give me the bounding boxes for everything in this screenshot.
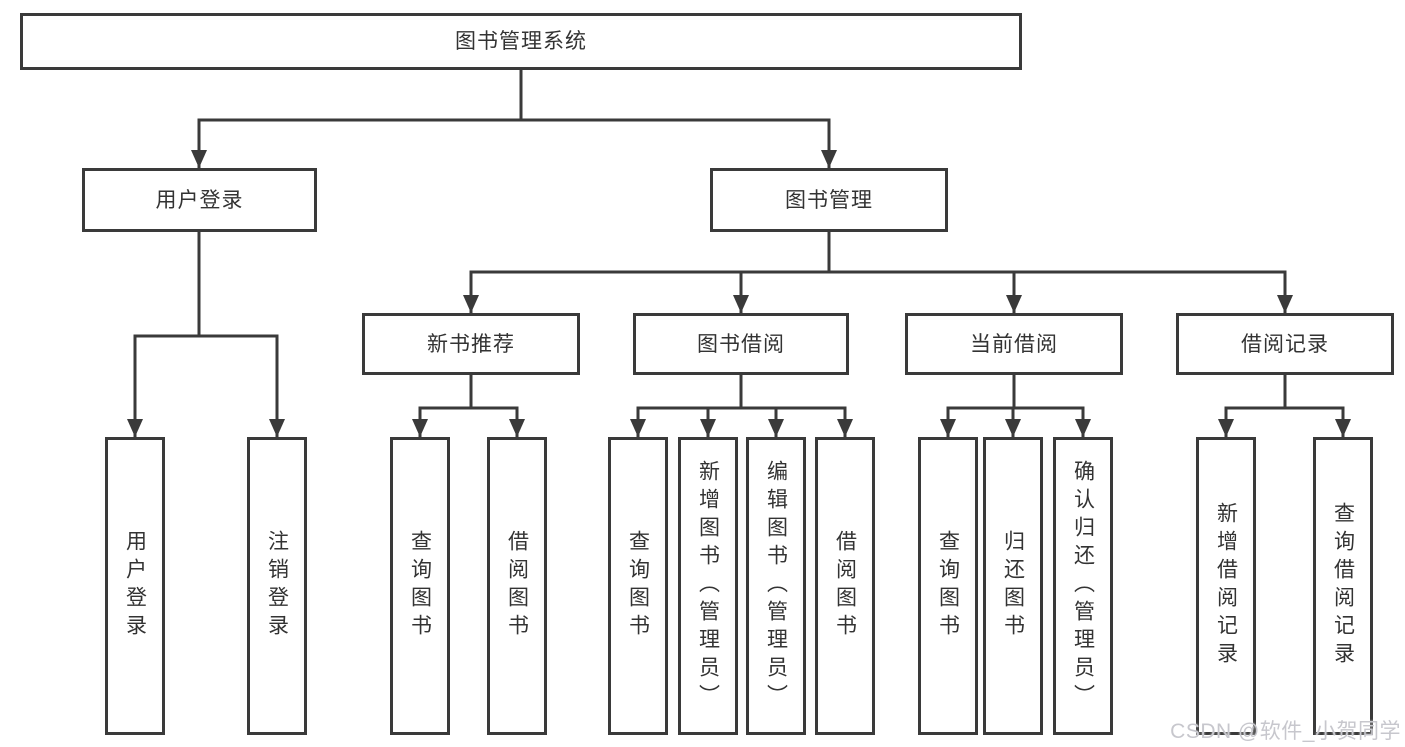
node-label: 查询借阅记录 (1331, 502, 1355, 670)
leaf-confirm-return-admin: 确认归还（管理员） (1053, 437, 1113, 735)
node-label: 查询图书 (936, 530, 960, 642)
node-label: 注销登录 (265, 530, 289, 642)
node-book-borrowing: 图书借阅 (633, 313, 849, 375)
node-label: 确认归还（管理员） (1071, 460, 1095, 712)
csdn-watermark: CSDN @软件_小贺同学 (1170, 720, 1401, 743)
node-label: 图书管理 (785, 188, 873, 212)
node-label: 用户登录 (123, 530, 147, 642)
node-label: 查询图书 (408, 530, 432, 642)
leaf-add-borrow-record: 新增借阅记录 (1196, 437, 1256, 735)
node-current-borrowing: 当前借阅 (905, 313, 1123, 375)
node-label: 新增借阅记录 (1214, 502, 1238, 670)
leaf-user-login: 用户登录 (105, 437, 165, 735)
node-label: 借阅图书 (833, 530, 857, 642)
node-borrowing-records: 借阅记录 (1176, 313, 1394, 375)
node-label: 借阅记录 (1241, 332, 1329, 356)
leaf-query-books-1: 查询图书 (390, 437, 450, 735)
node-new-book-recommend: 新书推荐 (362, 313, 580, 375)
node-label: 编辑图书（管理员） (764, 460, 788, 712)
node-label: 当前借阅 (970, 332, 1058, 356)
node-user-login: 用户登录 (82, 168, 317, 232)
leaf-query-books-2: 查询图书 (608, 437, 668, 735)
leaf-query-books-3: 查询图书 (918, 437, 978, 735)
leaf-logout: 注销登录 (247, 437, 307, 735)
node-label: 图书借阅 (697, 332, 785, 356)
leaf-edit-book-admin: 编辑图书（管理员） (746, 437, 806, 735)
node-label: 新增图书（管理员） (696, 460, 720, 712)
connector-bus-lines (133, 70, 1345, 410)
node-label: 查询图书 (626, 530, 650, 642)
node-label: 图书管理系统 (455, 30, 587, 53)
leaf-query-borrow-record: 查询借阅记录 (1313, 437, 1373, 735)
leaf-borrow-books-2: 借阅图书 (815, 437, 875, 735)
leaf-borrow-books-1: 借阅图书 (487, 437, 547, 735)
leaf-return-books: 归还图书 (983, 437, 1043, 735)
node-label: 借阅图书 (505, 530, 529, 642)
node-root: 图书管理系统 (20, 13, 1022, 70)
node-label: 用户登录 (155, 188, 244, 212)
leaf-add-book-admin: 新增图书（管理员） (678, 437, 738, 735)
node-label: 归还图书 (1001, 530, 1025, 642)
node-book-management: 图书管理 (710, 168, 948, 232)
node-label: 新书推荐 (427, 332, 515, 356)
